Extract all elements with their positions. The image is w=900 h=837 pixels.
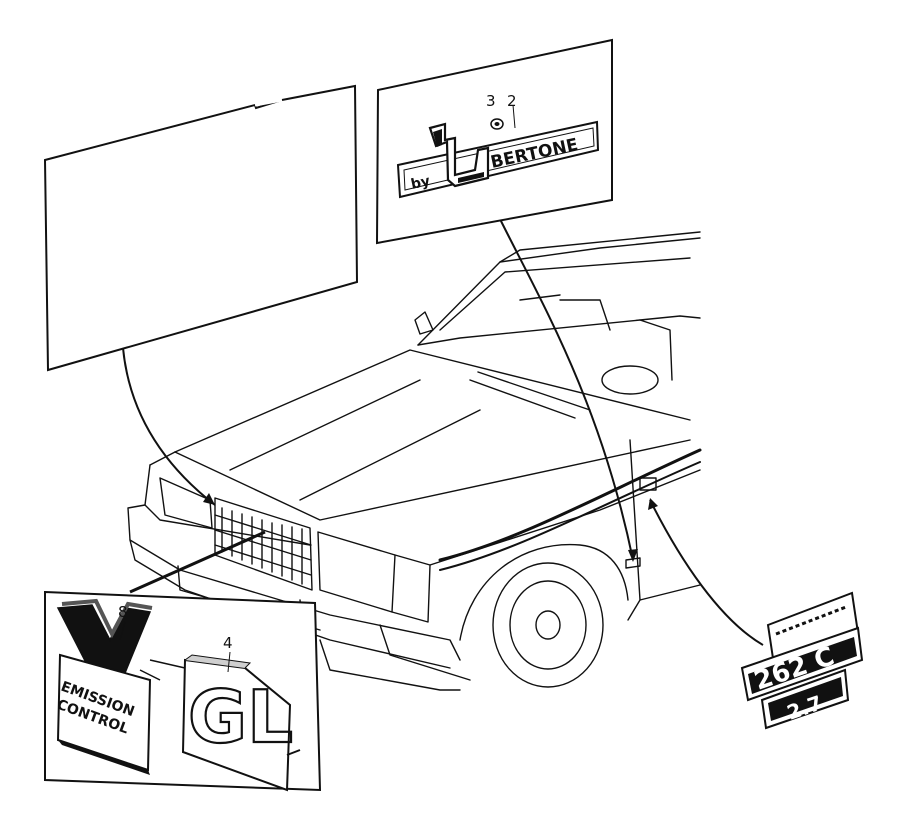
callout-4: 4 xyxy=(223,634,233,652)
callout-2: 2 xyxy=(507,92,517,110)
empty-panel xyxy=(43,84,359,372)
car-illustration xyxy=(127,231,702,691)
bertone-panel: 3 2 by BERTONE xyxy=(375,38,613,245)
callout-3: 3 xyxy=(486,92,496,110)
badge-by-text: by xyxy=(410,173,432,193)
model-badge: 262 C 2.7 xyxy=(740,591,864,730)
arrowheads xyxy=(203,493,658,562)
gl-emblem-text: GL xyxy=(188,675,293,759)
emblem-panel: EMISSION CONTROL 8 GL 4 xyxy=(44,590,322,792)
leader-lines xyxy=(122,214,764,646)
callout-8: 8 xyxy=(118,603,128,621)
